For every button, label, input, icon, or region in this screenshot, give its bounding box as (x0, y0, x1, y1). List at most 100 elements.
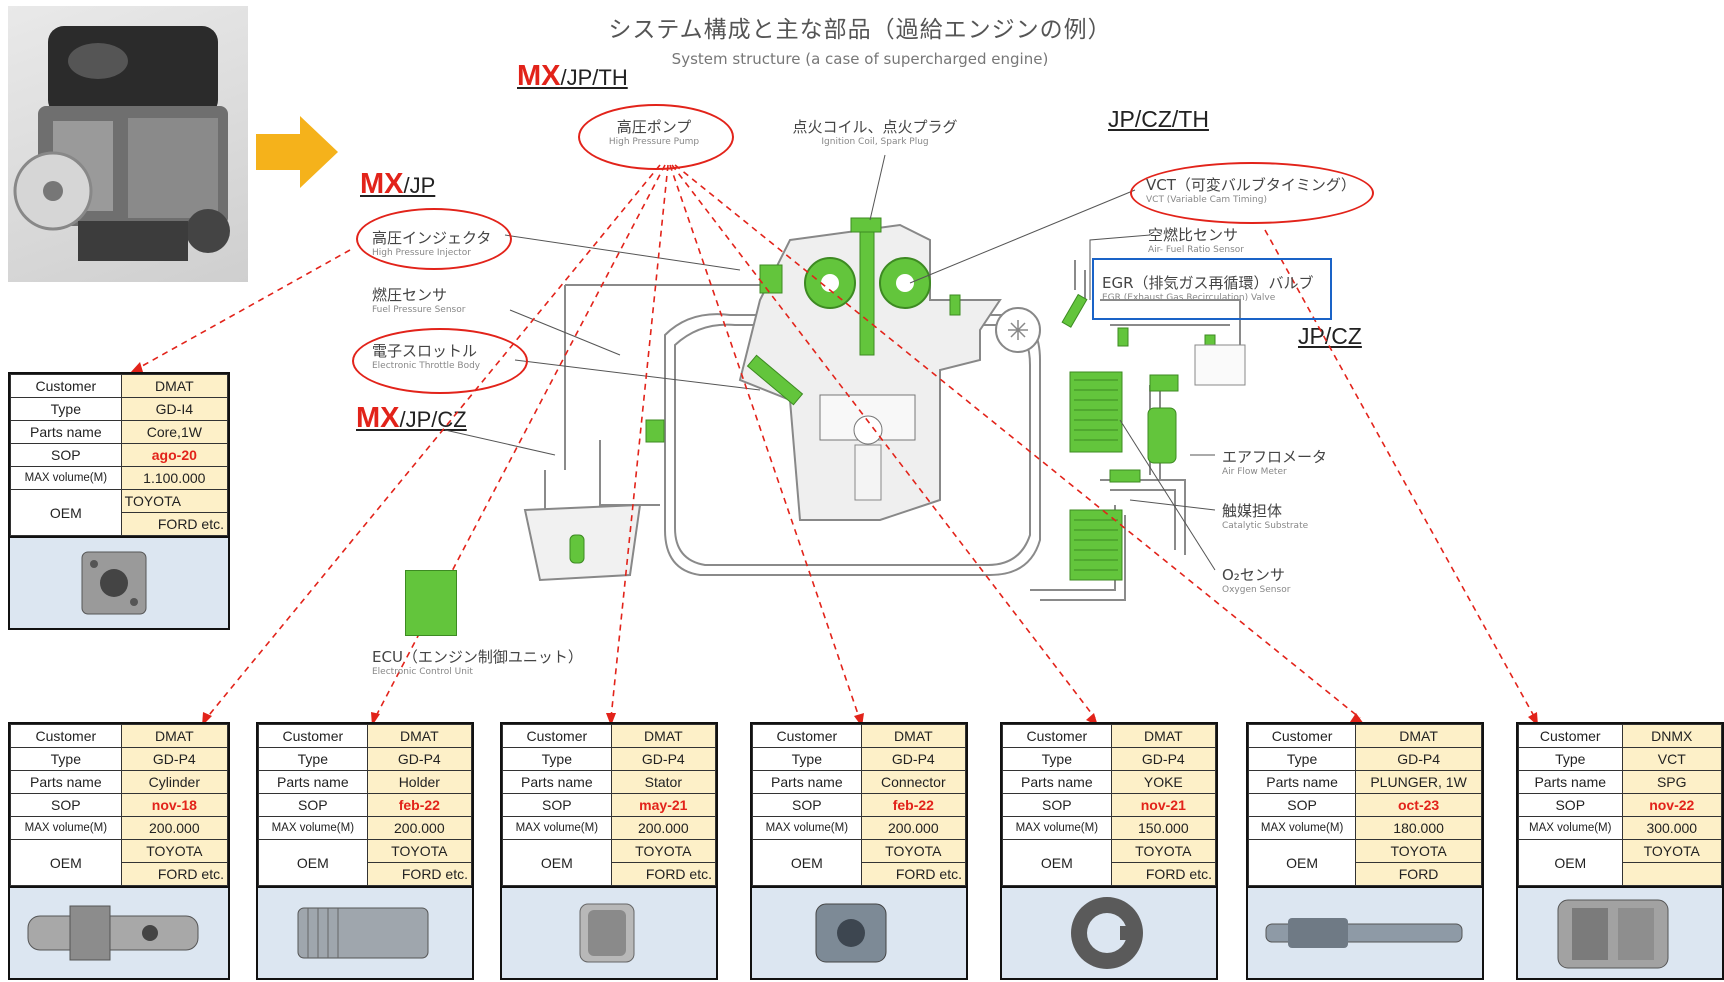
oem-value-2: FORD (1355, 862, 1482, 886)
oem-value-2: FORD etc. (120, 512, 229, 536)
row-key: SOP (10, 443, 122, 467)
sop-value: nov-22 (1621, 793, 1723, 817)
label-o2: O₂センサ Oxygen Sensor (1222, 566, 1291, 595)
row-key: Customer (258, 724, 368, 748)
row-key: MAX volume(M) (752, 816, 862, 840)
label-throttle: 電子スロットル Electronic Throttle Body (372, 342, 481, 371)
parts-name-value: SPG (1621, 770, 1723, 794)
type-value: GD-P4 (120, 747, 229, 771)
egr-highlight (1092, 258, 1332, 320)
customer-value: DMAT (366, 724, 473, 748)
row-key: Parts name (752, 770, 862, 794)
type-value: VCT (1621, 747, 1723, 771)
hp-injector-highlight (356, 208, 512, 270)
row-key: SOP (1518, 793, 1623, 817)
customer-value: DMAT (1355, 724, 1482, 748)
oem-value-1: TOYOTA (1355, 839, 1482, 863)
type-value: GD-P4 (610, 747, 717, 771)
row-key: OEM (1002, 839, 1112, 886)
oem-value-1: TOYOTA (120, 489, 229, 513)
parts-name-value: Core,1W (120, 420, 229, 444)
label-hp-pump: 高圧ポンプ High Pressure Pump (608, 118, 700, 147)
label-hp-injector: 高圧インジェクタ High Pressure Injector (372, 229, 492, 258)
row-key: Type (258, 747, 368, 771)
oem-value-1: TOYOTA (366, 839, 473, 863)
max-volume-value: 300.000 (1621, 816, 1723, 840)
row-key: OEM (502, 839, 612, 886)
parts-name-value: Stator (610, 770, 717, 794)
row-key: Parts name (1002, 770, 1112, 794)
customer-value: DMAT (610, 724, 717, 748)
part-image (10, 536, 228, 628)
row-key: OEM (1518, 839, 1623, 886)
parts-name-value: PLUNGER, 1W (1355, 770, 1482, 794)
row-key: SOP (1002, 793, 1112, 817)
oem-value-1: TOYOTA (1621, 839, 1723, 863)
row-key: Customer (10, 724, 122, 748)
row-key: SOP (1247, 793, 1357, 817)
region-label-mx-jp-th: MX/JP/TH (517, 60, 628, 92)
row-key: SOP (258, 793, 368, 817)
region-label-jp-cz-th: JP/CZ/TH (1108, 106, 1209, 132)
max-volume-value: 1.100.000 (120, 466, 229, 490)
label-vct: VCT（可変バルブタイミング） VCT (Variable Cam Timing… (1146, 176, 1356, 205)
row-key: MAX volume(M) (1247, 816, 1357, 840)
sop-value: oct-23 (1355, 793, 1482, 817)
sop-value: nov-21 (1110, 793, 1217, 817)
customer-value: DMAT (860, 724, 967, 748)
part-image (1248, 886, 1482, 978)
row-key: MAX volume(M) (502, 816, 612, 840)
type-value: GD-P4 (1110, 747, 1217, 771)
row-key: MAX volume(M) (10, 816, 122, 840)
row-key: Customer (502, 724, 612, 748)
max-volume-value: 150.000 (1110, 816, 1217, 840)
oem-value-2: FORD etc. (1110, 862, 1217, 886)
label-airflow: エアフロメータ Air Flow Meter (1222, 448, 1328, 477)
oem-value-2: FORD etc. (120, 862, 229, 886)
row-key: Type (1247, 747, 1357, 771)
page-subtitle: System structure (a case of supercharged… (671, 50, 1049, 68)
customer-value: DNMX (1621, 724, 1723, 748)
row-key: Customer (1247, 724, 1357, 748)
label-egr: EGR（排気ガス再循環）バルブ EGR (Exhaust Gas Recircu… (1102, 274, 1314, 303)
part-image (752, 886, 966, 978)
sop-value: nov-18 (120, 793, 229, 817)
row-key: OEM (752, 839, 862, 886)
region-label-mx-jp-cz: MX/JP/CZ (356, 402, 467, 434)
oem-value-1: TOYOTA (120, 839, 229, 863)
row-key: Customer (10, 374, 122, 398)
row-key: Type (10, 397, 122, 421)
oem-value-2: FORD etc. (366, 862, 473, 886)
row-key: Customer (1002, 724, 1112, 748)
customer-value: DMAT (120, 374, 229, 398)
part-image (10, 886, 228, 978)
oem-value-1: TOYOTA (860, 839, 967, 863)
engine-photo (8, 6, 248, 282)
label-catalyst: 触媒担体 Catalytic Substrate (1222, 502, 1309, 531)
oem-value-2: FORD etc. (860, 862, 967, 886)
row-key: Type (1518, 747, 1623, 771)
max-volume-value: 200.000 (120, 816, 229, 840)
max-volume-value: 200.000 (366, 816, 473, 840)
row-key: Type (1002, 747, 1112, 771)
right-arrow-icon (256, 116, 338, 188)
max-volume-value: 180.000 (1355, 816, 1482, 840)
row-key: Parts name (258, 770, 368, 794)
row-key: MAX volume(M) (258, 816, 368, 840)
vct-highlight (1130, 162, 1374, 224)
ecu-block (405, 570, 457, 636)
row-key: OEM (1247, 839, 1357, 886)
region-label-mx-jp: MX/JP (360, 168, 436, 200)
label-ecu: ECU（エンジン制御ユニット） Electronic Control Unit (372, 648, 583, 677)
type-value: GD-P4 (1355, 747, 1482, 771)
row-key: MAX volume(M) (1518, 816, 1623, 840)
row-key: Type (10, 747, 122, 771)
type-value: GD-I4 (120, 397, 229, 421)
row-key: Parts name (10, 420, 122, 444)
